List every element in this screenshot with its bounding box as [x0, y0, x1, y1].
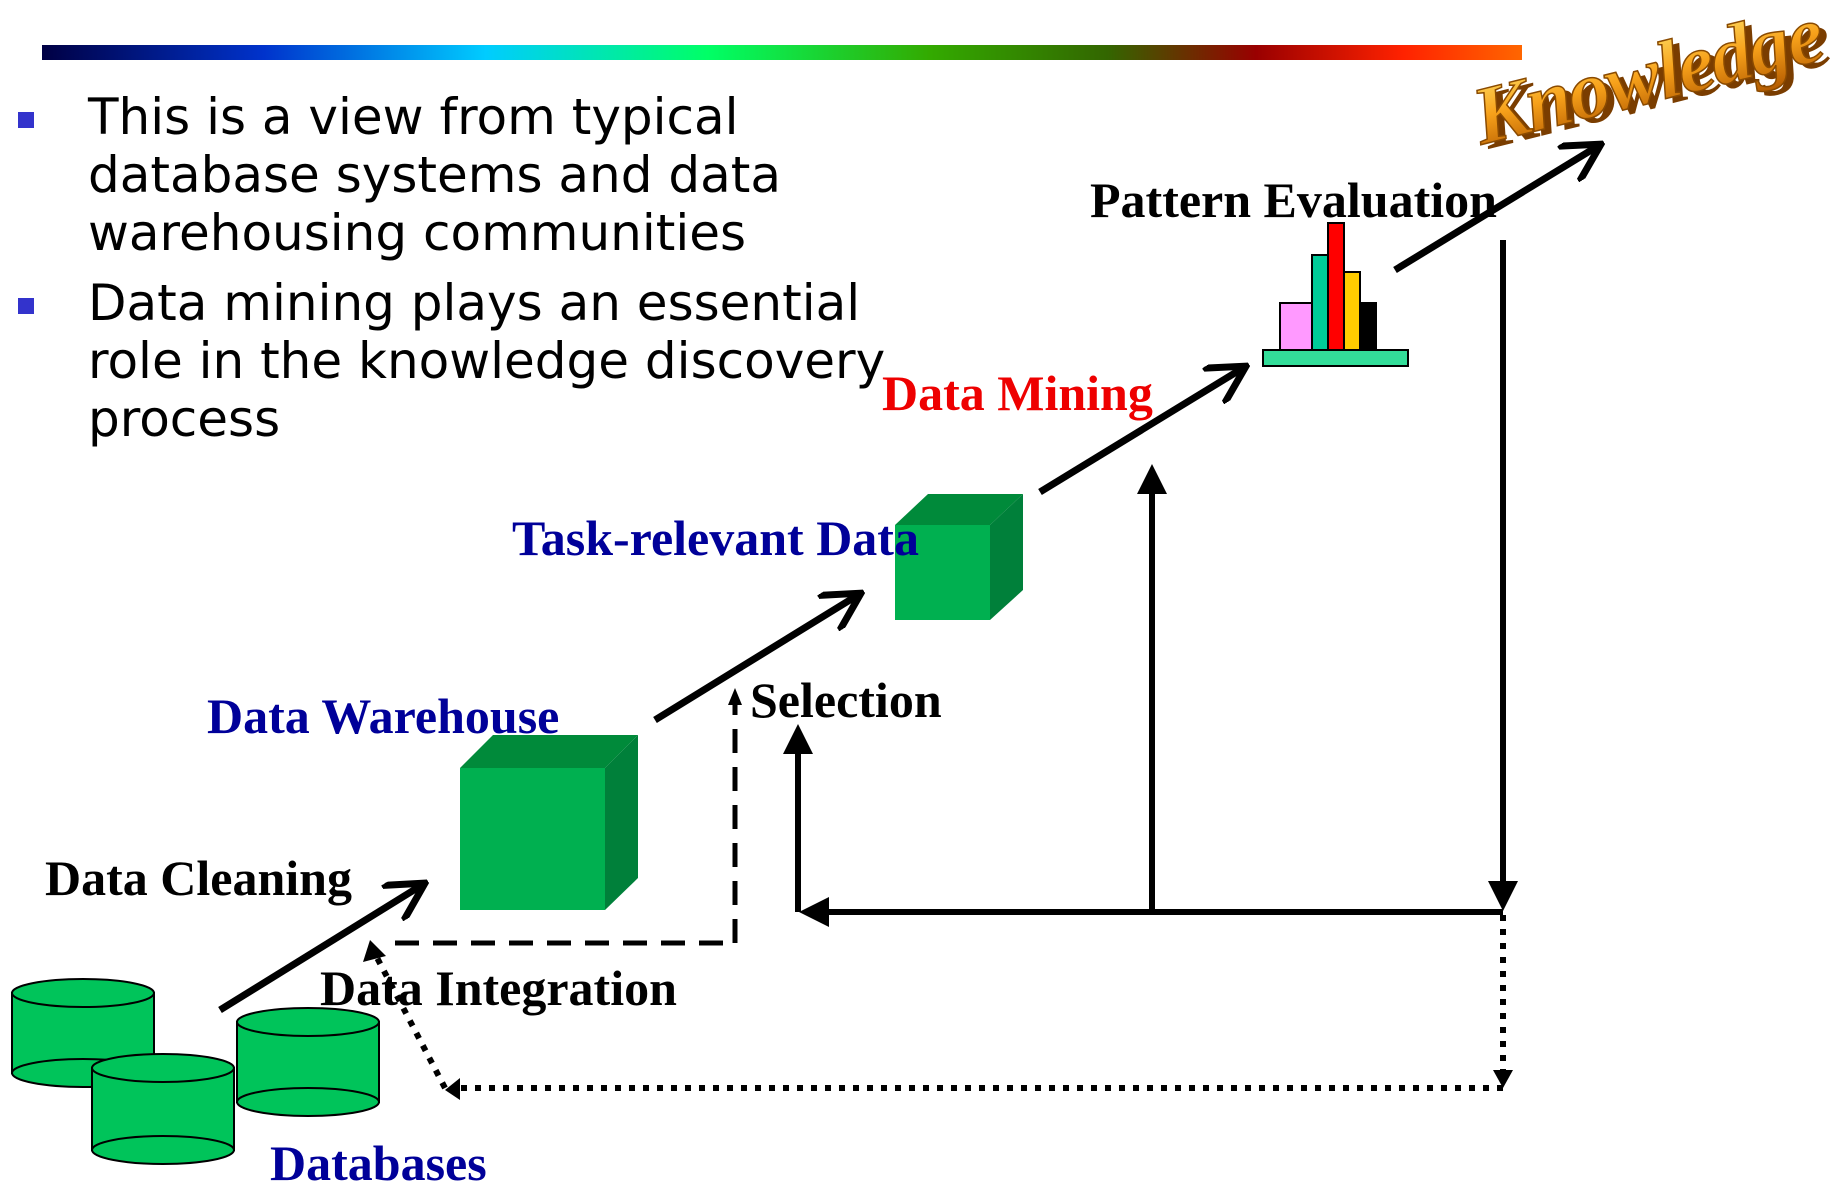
dotted-diagonal-arrowhead — [363, 940, 386, 962]
database-cylinder-3 — [236, 1007, 380, 1117]
header-gradient-bar — [42, 45, 1522, 60]
label-selection: Selection — [750, 672, 942, 728]
dotted-horizontal-arrowhead — [445, 1078, 460, 1100]
dotted-diagonal-line — [370, 948, 448, 1090]
arrow-warehouse-to-taskdata — [653, 595, 858, 723]
dotted-down-arrowhead — [1493, 1070, 1513, 1088]
label-databases: Databases — [270, 1135, 487, 1182]
label-task-relevant-data: Task-relevant Data — [512, 510, 919, 566]
database-cylinder-2 — [91, 1053, 235, 1165]
data-warehouse-cube — [460, 735, 638, 910]
pattern-chart-icon — [1262, 222, 1409, 367]
label-data-cleaning: Data Cleaning — [45, 850, 352, 906]
dashed-arrowhead — [728, 688, 742, 705]
label-data-mining: Data Mining — [882, 365, 1153, 421]
bullet-list: This is a view from typical database sys… — [0, 88, 900, 460]
arrow-patterns-to-knowledge — [1393, 146, 1598, 273]
bullet-square-icon — [18, 298, 34, 314]
arrow-taskdata-to-patterns — [1038, 368, 1243, 495]
arrow-databases-to-warehouse — [218, 885, 422, 1013]
bullet-square-icon — [18, 112, 34, 128]
bullet-item: This is a view from typical database sys… — [0, 88, 900, 262]
label-data-warehouse: Data Warehouse — [207, 688, 559, 744]
bullet-text: This is a view from typical database sys… — [88, 88, 781, 262]
label-data-integration: Data Integration — [320, 960, 677, 1016]
svg-text:Knowledge: Knowledge — [1463, 0, 1832, 162]
bullet-text: Data mining plays an essential role in t… — [88, 274, 886, 448]
task-relevant-data-cube — [895, 494, 1023, 620]
label-pattern-evaluation: Pattern Evaluation — [1090, 172, 1497, 228]
knowledge-logo: Knowledge Knowledge — [1462, 0, 1839, 167]
bullet-item: Data mining plays an essential role in t… — [0, 274, 900, 448]
